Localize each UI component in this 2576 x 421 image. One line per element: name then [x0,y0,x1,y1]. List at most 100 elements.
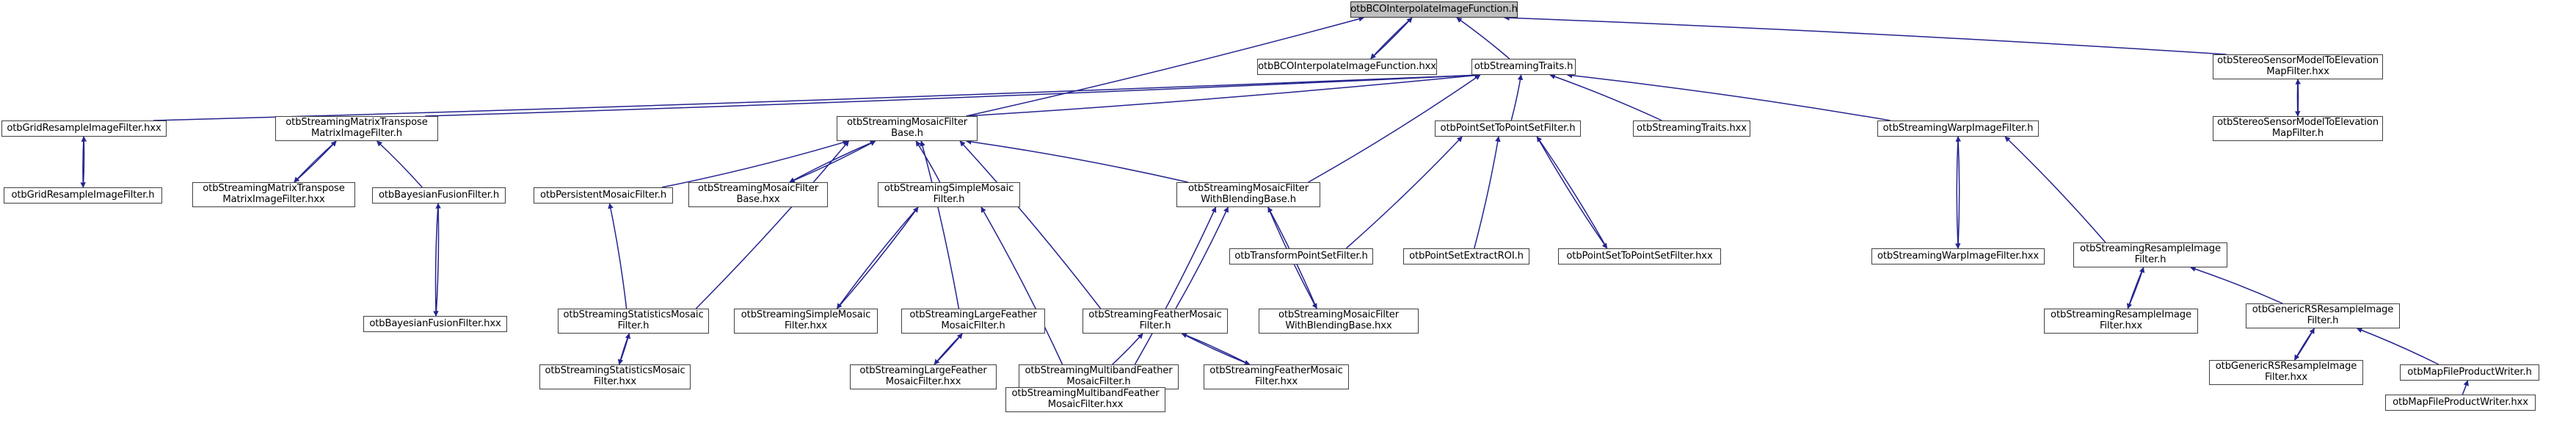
graph-node-label: otbGridResampleImageFilter.h [11,189,155,201]
graph-node[interactable]: otbBCOInterpolateImageFunction.h [1350,1,1518,18]
graph-node[interactable]: otbGridResampleImageFilter.hxx [1,120,167,137]
graph-node-label: otbGridResampleImageFilter.hxx [7,122,161,134]
graph-node[interactable]: otbStereoSensorModelToElevation MapFilte… [2213,54,2383,79]
graph-edge [2294,79,2301,117]
graph-node[interactable]: otbPointSetToPointSetFilter.h [1435,120,1581,137]
graph-node[interactable]: otbStreamingSimpleMosaic Filter.h [878,182,1020,207]
graph-edge [2462,380,2469,395]
graph-edge [2126,267,2144,309]
graph-edge [2295,79,2302,117]
graph-edge [617,333,630,365]
graph-edge [1510,74,1524,121]
graph-edge [661,140,849,188]
graph-edge [2294,328,2315,361]
graph-edge [915,140,941,183]
graph-node-label: otbBCOInterpolateImageFunction.hxx [1258,60,1436,72]
graph-node[interactable]: otbStereoSensorModelToElevation MapFilte… [2213,116,2383,141]
graph-edge [1504,15,2227,55]
graph-edge [1536,136,1608,249]
graph-node[interactable]: otbStreamingMosaicFilter WithBlendingBas… [1176,182,1320,207]
graph-edge [1474,136,1501,249]
graph-edge [1345,136,1463,249]
graph-node-label: otbStreamingTraits.h [1474,60,1573,72]
graph-edge [2190,266,2283,304]
graph-node[interactable]: otbStreamingMultibandFeather MosaicFilte… [1019,364,1179,389]
graph-node[interactable]: otbStreamingStatisticsMosaic Filter.h [558,309,709,334]
graph-edge [1370,17,1413,60]
graph-node[interactable]: otbStreamingLargeFeather MosaicFilter.h [901,309,1045,334]
graph-edge [1456,17,1510,60]
graph-edge [836,206,919,309]
graph-node[interactable]: otbPointSetToPointSetFilter.hxx [1558,248,1721,265]
graph-node[interactable]: otbBayesianFusionFilter.h [372,187,506,204]
graph-node[interactable]: otbStreamingMosaicFilter Base.h [837,116,978,141]
graph-node[interactable]: otbStreamingTraits.h [1471,59,1576,75]
graph-node[interactable]: otbStreamingWarpImageFilter.h [1877,120,2039,137]
graph-node[interactable]: otbStreamingMatrixTranspose MatrixImageF… [192,182,355,207]
graph-node-label: otbStreamingFeatherMosaic Filter.hxx [1209,365,1343,387]
graph-node-label: otbStreamingWarpImageFilter.h [1882,122,2034,134]
graph-node[interactable]: otbStreamingLargeFeather MosaicFilter.hx… [850,364,997,389]
graph-node[interactable]: otbStreamingTraits.hxx [1633,120,1750,137]
graph-node-label: otbStreamingResampleImage Filter.h [2080,243,2221,265]
graph-node-label: otbStreamingSimpleMosaic Filter.hxx [741,309,871,331]
graph-edge [789,140,876,183]
graph-node[interactable]: otbMapFileProductWriter.hxx [2385,395,2536,411]
graph-node[interactable]: otbStreamingMosaicFilter WithBlendingBas… [1259,309,1419,334]
graph-node-label: otbStreamingMatrixTranspose MatrixImageF… [285,117,428,139]
graph-node-label: otbStreamingMatrixTranspose MatrixImageF… [203,183,345,205]
graph-edge [1181,333,1251,365]
graph-node-label: otbMapFileProductWriter.h [2407,366,2532,378]
graph-node-label: otbStreamingMultibandFeather MosaicFilte… [1011,388,1160,410]
graph-edge [966,72,1481,117]
graph-node[interactable]: otbGenericRSResampleImage Filter.h [2246,303,2400,328]
graph-node-label: otbBayesianFusionFilter.hxx [369,317,501,329]
graph-edge [608,203,627,309]
graph-node[interactable]: otbStreamingSimpleMosaic Filter.hxx [734,309,878,334]
graph-edge [695,140,850,309]
graph-node[interactable]: otbTransformPointSetFilter.h [1229,248,1373,265]
graph-node[interactable]: otbStreamingMultibandFeather MosaicFilte… [1005,387,1165,412]
graph-edge [153,72,1481,121]
graph-edge [376,140,423,188]
graph-edge [934,333,963,365]
graph-node[interactable]: otbStreamingResampleImage Filter.h [2073,242,2227,267]
graph-node-label: otbStreamingMosaicFilter Base.h [846,117,968,139]
graph-edge [1181,333,1251,365]
graph-node-label: otbPointSetExtractROI.h [1409,250,1524,262]
graph-edge [433,203,439,317]
graph-node[interactable]: otbGridResampleImageFilter.h [4,187,162,204]
graph-node-label: otbStreamingMosaicFilter WithBlendingBas… [1278,309,1400,331]
graph-edge [959,140,1102,309]
graph-node[interactable]: otbStreamingWarpImageFilter.hxx [1871,248,2045,265]
graph-node[interactable]: otbStreamingMatrixTranspose MatrixImageF… [275,116,438,141]
graph-node[interactable]: otbPersistentMosaicFilter.h [534,187,673,204]
graph-edge [1566,73,1891,121]
graph-node[interactable]: otbStreamingFeatherMosaic Filter.h [1083,309,1228,334]
graph-node[interactable]: otbGenericRSResampleImage Filter.hxx [2209,360,2363,385]
graph-node[interactable]: otbStreamingFeatherMosaic Filter.hxx [1204,364,1349,389]
graph-node-label: otbStereoSensorModelToElevation MapFilte… [2217,55,2379,77]
graph-node-label: otbStreamingMosaicFilter WithBlendingBas… [1187,183,1309,205]
graph-node-label: otbTransformPointSetFilter.h [1234,250,1368,262]
graph-node-label: otbStreamingMosaicFilter Base.hxx [697,183,819,205]
graph-node[interactable]: otbStreamingStatisticsMosaic Filter.hxx [539,364,691,389]
graph-node-label: otbStreamingTraits.hxx [1637,122,1747,134]
graph-node[interactable]: otbStreamingResampleImage Filter.hxx [2044,309,2198,334]
graph-edge [2004,136,2106,243]
graph-edge [2127,267,2145,309]
graph-node[interactable]: otbBCOInterpolateImageFunction.hxx [1257,59,1437,75]
graph-node[interactable]: otbBayesianFusionFilter.hxx [363,316,507,332]
graph-edge [1955,136,1962,249]
graph-edge [294,140,337,183]
graph-edge [1954,136,1961,249]
graph-node-label: otbStreamingLargeFeather MosaicFilter.hx… [859,365,987,387]
graph-node-label: otbGenericRSResampleImage Filter.h [2252,304,2394,326]
graph-edge [836,206,919,309]
graph-edge [1134,206,1217,365]
graph-node[interactable]: otbStreamingMosaicFilter Base.hxx [688,182,828,207]
graph-node[interactable]: otbMapFileProductWriter.h [2400,364,2539,381]
graph-edge [294,140,337,183]
graph-node[interactable]: otbPointSetExtractROI.h [1403,248,1529,265]
